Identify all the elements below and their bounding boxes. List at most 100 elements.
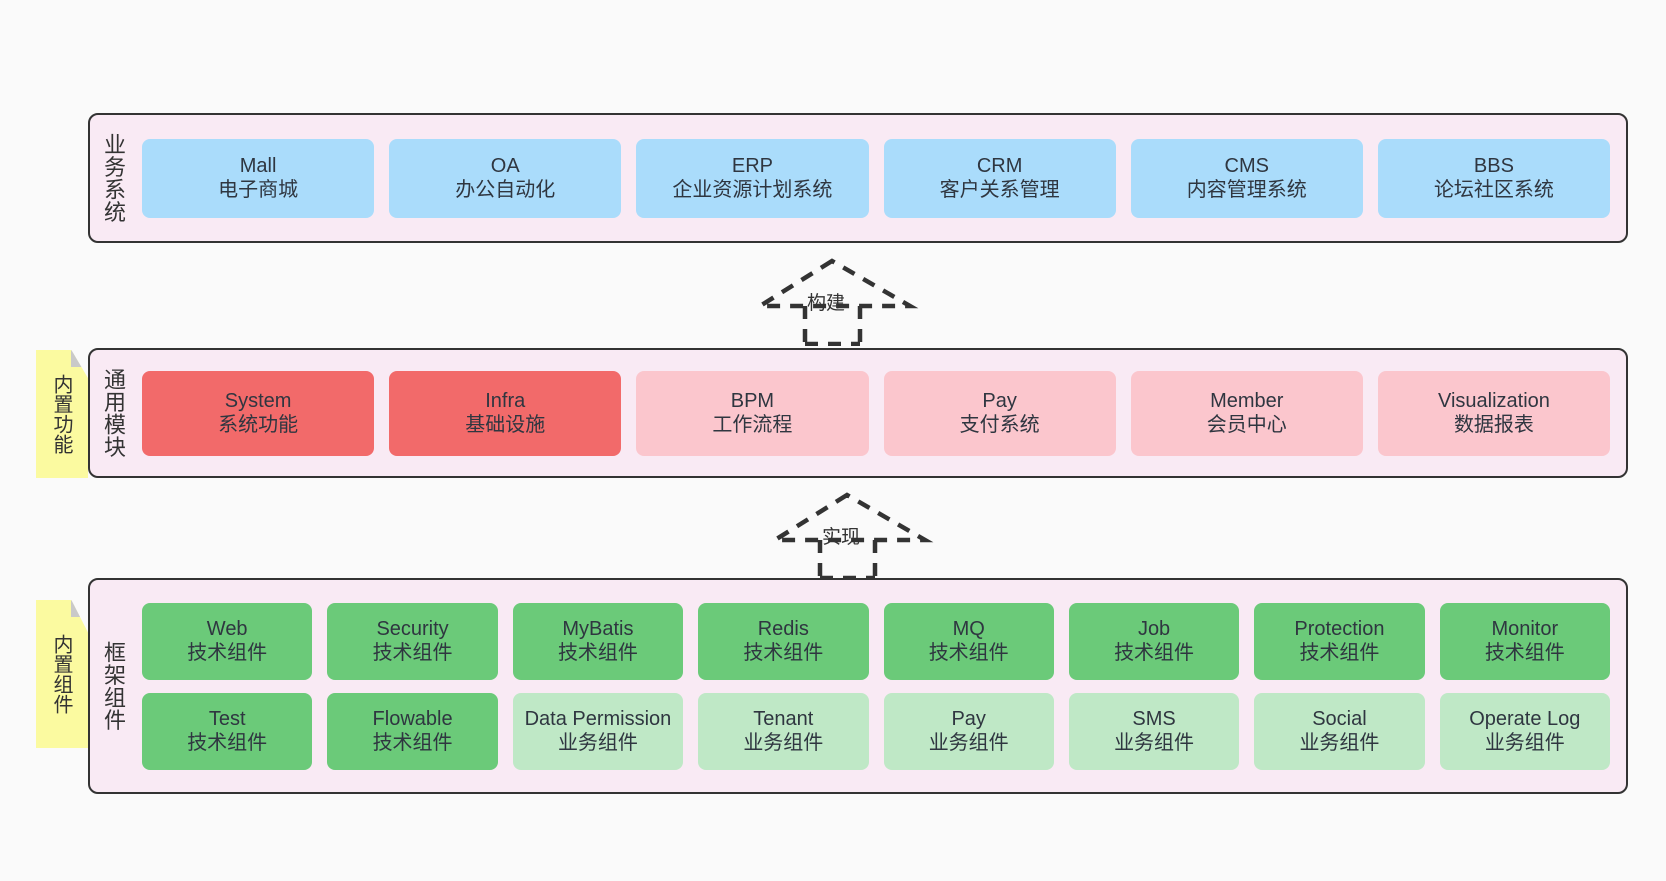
component-subtitle: 业务组件 bbox=[1484, 732, 1565, 754]
module-box-system[interactable]: System 系统功能 bbox=[142, 370, 375, 456]
module-box-member[interactable]: Member 会员中心 bbox=[1130, 370, 1363, 456]
module-title: BPM bbox=[730, 389, 775, 412]
component-box-social[interactable]: Social 业务组件 bbox=[1254, 692, 1425, 770]
component-box-web[interactable]: Web 技术组件 bbox=[142, 602, 313, 680]
layer-framework-component-title: 框架组件 bbox=[100, 641, 126, 731]
module-title: OA bbox=[490, 154, 520, 177]
module-subtitle: 客户关系管理 bbox=[939, 179, 1060, 201]
component-subtitle: 技术组件 bbox=[557, 642, 638, 664]
module-subtitle: 电子商城 bbox=[218, 179, 299, 201]
module-box-bbs[interactable]: BBS 论坛社区系统 bbox=[1377, 138, 1611, 218]
component-title: Monitor bbox=[1491, 617, 1559, 640]
connector-implement-label: 实现 bbox=[822, 527, 861, 548]
module-title: Pay bbox=[982, 389, 1017, 412]
module-box-infra[interactable]: Infra 基础设施 bbox=[389, 370, 622, 456]
module-box-erp[interactable]: ERP 企业资源计划系统 bbox=[636, 138, 869, 218]
component-subtitle: 技术组件 bbox=[372, 732, 453, 754]
module-box-cms[interactable]: CMS 内容管理系统 bbox=[1130, 138, 1363, 218]
layer-common-module: 通用模块 System 系统功能 Infra 基础设施 BPM 工作流程 Pay… bbox=[88, 348, 1628, 478]
module-box-pay[interactable]: Pay 支付系统 bbox=[883, 370, 1116, 456]
component-title: MQ bbox=[952, 617, 985, 640]
component-title: Data Permission bbox=[524, 707, 672, 730]
component-box-flowable[interactable]: Flowable 技术组件 bbox=[327, 692, 498, 770]
module-box-oa[interactable]: OA 办公自动化 bbox=[389, 138, 622, 218]
module-subtitle: 基础设施 bbox=[465, 414, 546, 436]
module-title: BBS bbox=[1473, 154, 1514, 177]
module-subtitle: 内容管理系统 bbox=[1186, 179, 1307, 201]
component-box-monitor[interactable]: Monitor 技术组件 bbox=[1439, 602, 1610, 680]
component-subtitle: 业务组件 bbox=[557, 732, 638, 754]
connector-implement: 实现 bbox=[765, 492, 940, 580]
component-subtitle: 技术组件 bbox=[1114, 642, 1195, 664]
module-title: CMS bbox=[1224, 154, 1269, 177]
component-title: Tenant bbox=[753, 707, 814, 730]
layer-common-module-title: 通用模块 bbox=[100, 368, 126, 458]
layer-framework-component: 框架组件 Web 技术组件 Security 技术组件 MyBatis 技术组件… bbox=[88, 578, 1628, 794]
module-subtitle: 系统功能 bbox=[218, 414, 299, 436]
module-subtitle: 企业资源计划系统 bbox=[672, 179, 833, 201]
component-box-job[interactable]: Job 技术组件 bbox=[1068, 602, 1240, 680]
connector-build-label: 构建 bbox=[807, 293, 846, 314]
module-box-visualization[interactable]: Visualization 数据报表 bbox=[1377, 370, 1611, 456]
component-box-mybatis[interactable]: MyBatis 技术组件 bbox=[512, 602, 684, 680]
module-title: Member bbox=[1210, 389, 1284, 412]
component-subtitle: 技术组件 bbox=[372, 642, 453, 664]
component-title: Pay bbox=[951, 707, 986, 730]
framework-component-row-business: Test 技术组件 Flowable 技术组件 Data Permission … bbox=[142, 692, 1610, 770]
component-box-data-permission[interactable]: Data Permission 业务组件 bbox=[512, 692, 684, 770]
note-tag-builtin-component-label: 内置组件 bbox=[50, 634, 72, 714]
component-subtitle: 技术组件 bbox=[1299, 642, 1380, 664]
note-tag-builtin-feature-label: 内置功能 bbox=[50, 374, 72, 454]
component-title: Job bbox=[1137, 617, 1171, 640]
generalization-arrow-icon bbox=[752, 258, 919, 346]
component-box-tenant[interactable]: Tenant 业务组件 bbox=[698, 692, 869, 770]
module-title: Visualization bbox=[1437, 389, 1550, 412]
module-subtitle: 会员中心 bbox=[1206, 414, 1287, 436]
component-subtitle: 业务组件 bbox=[743, 732, 824, 754]
module-title: ERP bbox=[731, 154, 773, 177]
module-subtitle: 办公自动化 bbox=[455, 179, 556, 201]
component-box-protection[interactable]: Protection 技术组件 bbox=[1254, 602, 1425, 680]
component-box-security[interactable]: Security 技术组件 bbox=[327, 602, 498, 680]
module-title: Mall bbox=[239, 154, 277, 177]
layer-common-module-body: System 系统功能 Infra 基础设施 BPM 工作流程 Pay 支付系统… bbox=[136, 350, 1626, 476]
note-tag-builtin-feature: 内置功能 bbox=[36, 350, 88, 478]
component-title: Protection bbox=[1294, 617, 1385, 640]
module-box-mall[interactable]: Mall 电子商城 bbox=[142, 138, 375, 218]
component-title: SMS bbox=[1132, 707, 1176, 730]
component-title: Social bbox=[1312, 707, 1367, 730]
component-box-pay[interactable]: Pay 业务组件 bbox=[883, 692, 1054, 770]
layer-framework-component-body: Web 技术组件 Security 技术组件 MyBatis 技术组件 Redi… bbox=[136, 580, 1626, 792]
note-fold-corner-icon bbox=[71, 350, 88, 367]
note-fold-corner-icon bbox=[71, 600, 88, 617]
component-box-sms[interactable]: SMS 业务组件 bbox=[1068, 692, 1240, 770]
module-box-bpm[interactable]: BPM 工作流程 bbox=[636, 370, 869, 456]
module-box-crm[interactable]: CRM 客户关系管理 bbox=[883, 138, 1116, 218]
component-subtitle: 业务组件 bbox=[1299, 732, 1380, 754]
module-title: System bbox=[224, 389, 292, 412]
note-tag-builtin-component: 内置组件 bbox=[36, 600, 88, 748]
component-box-redis[interactable]: Redis 技术组件 bbox=[698, 602, 869, 680]
component-box-operate-log[interactable]: Operate Log 业务组件 bbox=[1439, 692, 1610, 770]
component-title: Flowable bbox=[372, 707, 453, 730]
component-box-test[interactable]: Test 技术组件 bbox=[142, 692, 313, 770]
framework-component-row-tech: Web 技术组件 Security 技术组件 MyBatis 技术组件 Redi… bbox=[142, 602, 1610, 680]
connector-build: 构建 bbox=[750, 258, 925, 346]
layer-business-system-body: Mall 电子商城 OA 办公自动化 ERP 企业资源计划系统 CRM 客户关系… bbox=[136, 115, 1626, 241]
component-subtitle: 业务组件 bbox=[1114, 732, 1195, 754]
component-title: MyBatis bbox=[562, 617, 634, 640]
module-title: Infra bbox=[485, 389, 526, 412]
module-subtitle: 数据报表 bbox=[1453, 414, 1534, 436]
business-system-row: Mall 电子商城 OA 办公自动化 ERP 企业资源计划系统 CRM 客户关系… bbox=[142, 138, 1611, 218]
module-subtitle: 工作流程 bbox=[712, 414, 793, 436]
component-subtitle: 业务组件 bbox=[928, 732, 1009, 754]
component-subtitle: 技术组件 bbox=[187, 642, 268, 664]
module-subtitle: 论坛社区系统 bbox=[1433, 179, 1554, 201]
layer-business-system: 业务系统 Mall 电子商城 OA 办公自动化 ERP 企业资源计划系统 CRM… bbox=[88, 113, 1628, 243]
component-box-mq[interactable]: MQ 技术组件 bbox=[883, 602, 1054, 680]
component-subtitle: 技术组件 bbox=[187, 732, 268, 754]
component-subtitle: 技术组件 bbox=[928, 642, 1009, 664]
component-title: Web bbox=[206, 617, 248, 640]
module-title: CRM bbox=[976, 154, 1023, 177]
